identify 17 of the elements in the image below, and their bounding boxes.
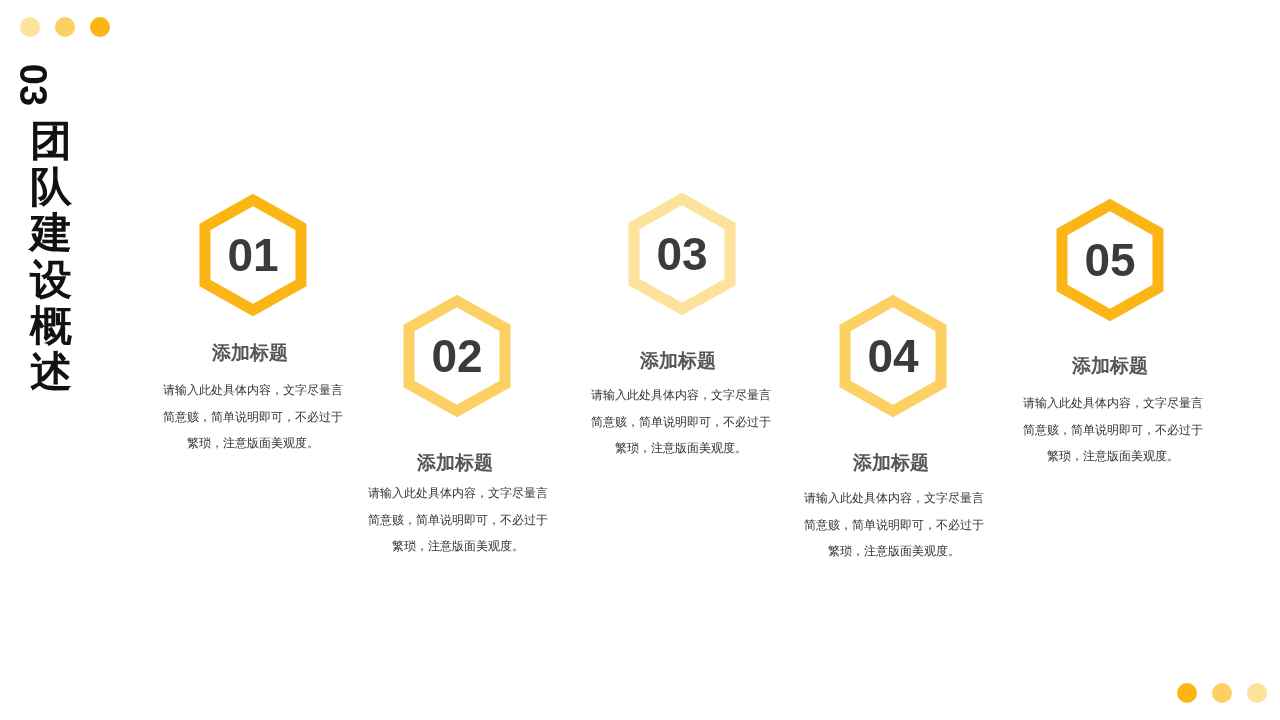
item-heading: 添加标题 <box>852 451 930 475</box>
section-title: 团队建设概述 <box>30 118 72 396</box>
item-description: 请输入此处具体内容，文字尽量言简意赅，简单说明即可，不必过于繁琐，注意版面美观度。 <box>590 387 772 457</box>
hexagon-badge: 05 <box>1056 199 1164 321</box>
section-number: 03 <box>11 62 56 109</box>
item-description: 请输入此处具体内容，文字尽量言简意赅，简单说明即可，不必过于繁琐，注意版面美观度。 <box>803 490 985 560</box>
hexagon-badge: 03 <box>628 193 736 315</box>
item-heading: 添加标题 <box>639 349 717 373</box>
item-description: 请输入此处具体内容，文字尽量言简意赅，简单说明即可，不必过于繁琐，注意版面美观度。 <box>367 485 549 555</box>
hexagon-badge: 01 <box>199 194 307 316</box>
item-heading: 添加标题 <box>416 451 494 475</box>
item-heading: 添加标题 <box>211 341 289 365</box>
hexagon-badge: 02 <box>403 295 511 417</box>
hexagon-badge: 04 <box>839 295 947 417</box>
item-description: 请输入此处具体内容，文字尽量言简意赅，简单说明即可，不必过于繁琐，注意版面美观度。 <box>1022 395 1204 465</box>
item-description: 请输入此处具体内容，文字尽量言简意赅，简单说明即可，不必过于繁琐，注意版面美观度。 <box>162 382 344 452</box>
item-heading: 添加标题 <box>1071 354 1149 378</box>
